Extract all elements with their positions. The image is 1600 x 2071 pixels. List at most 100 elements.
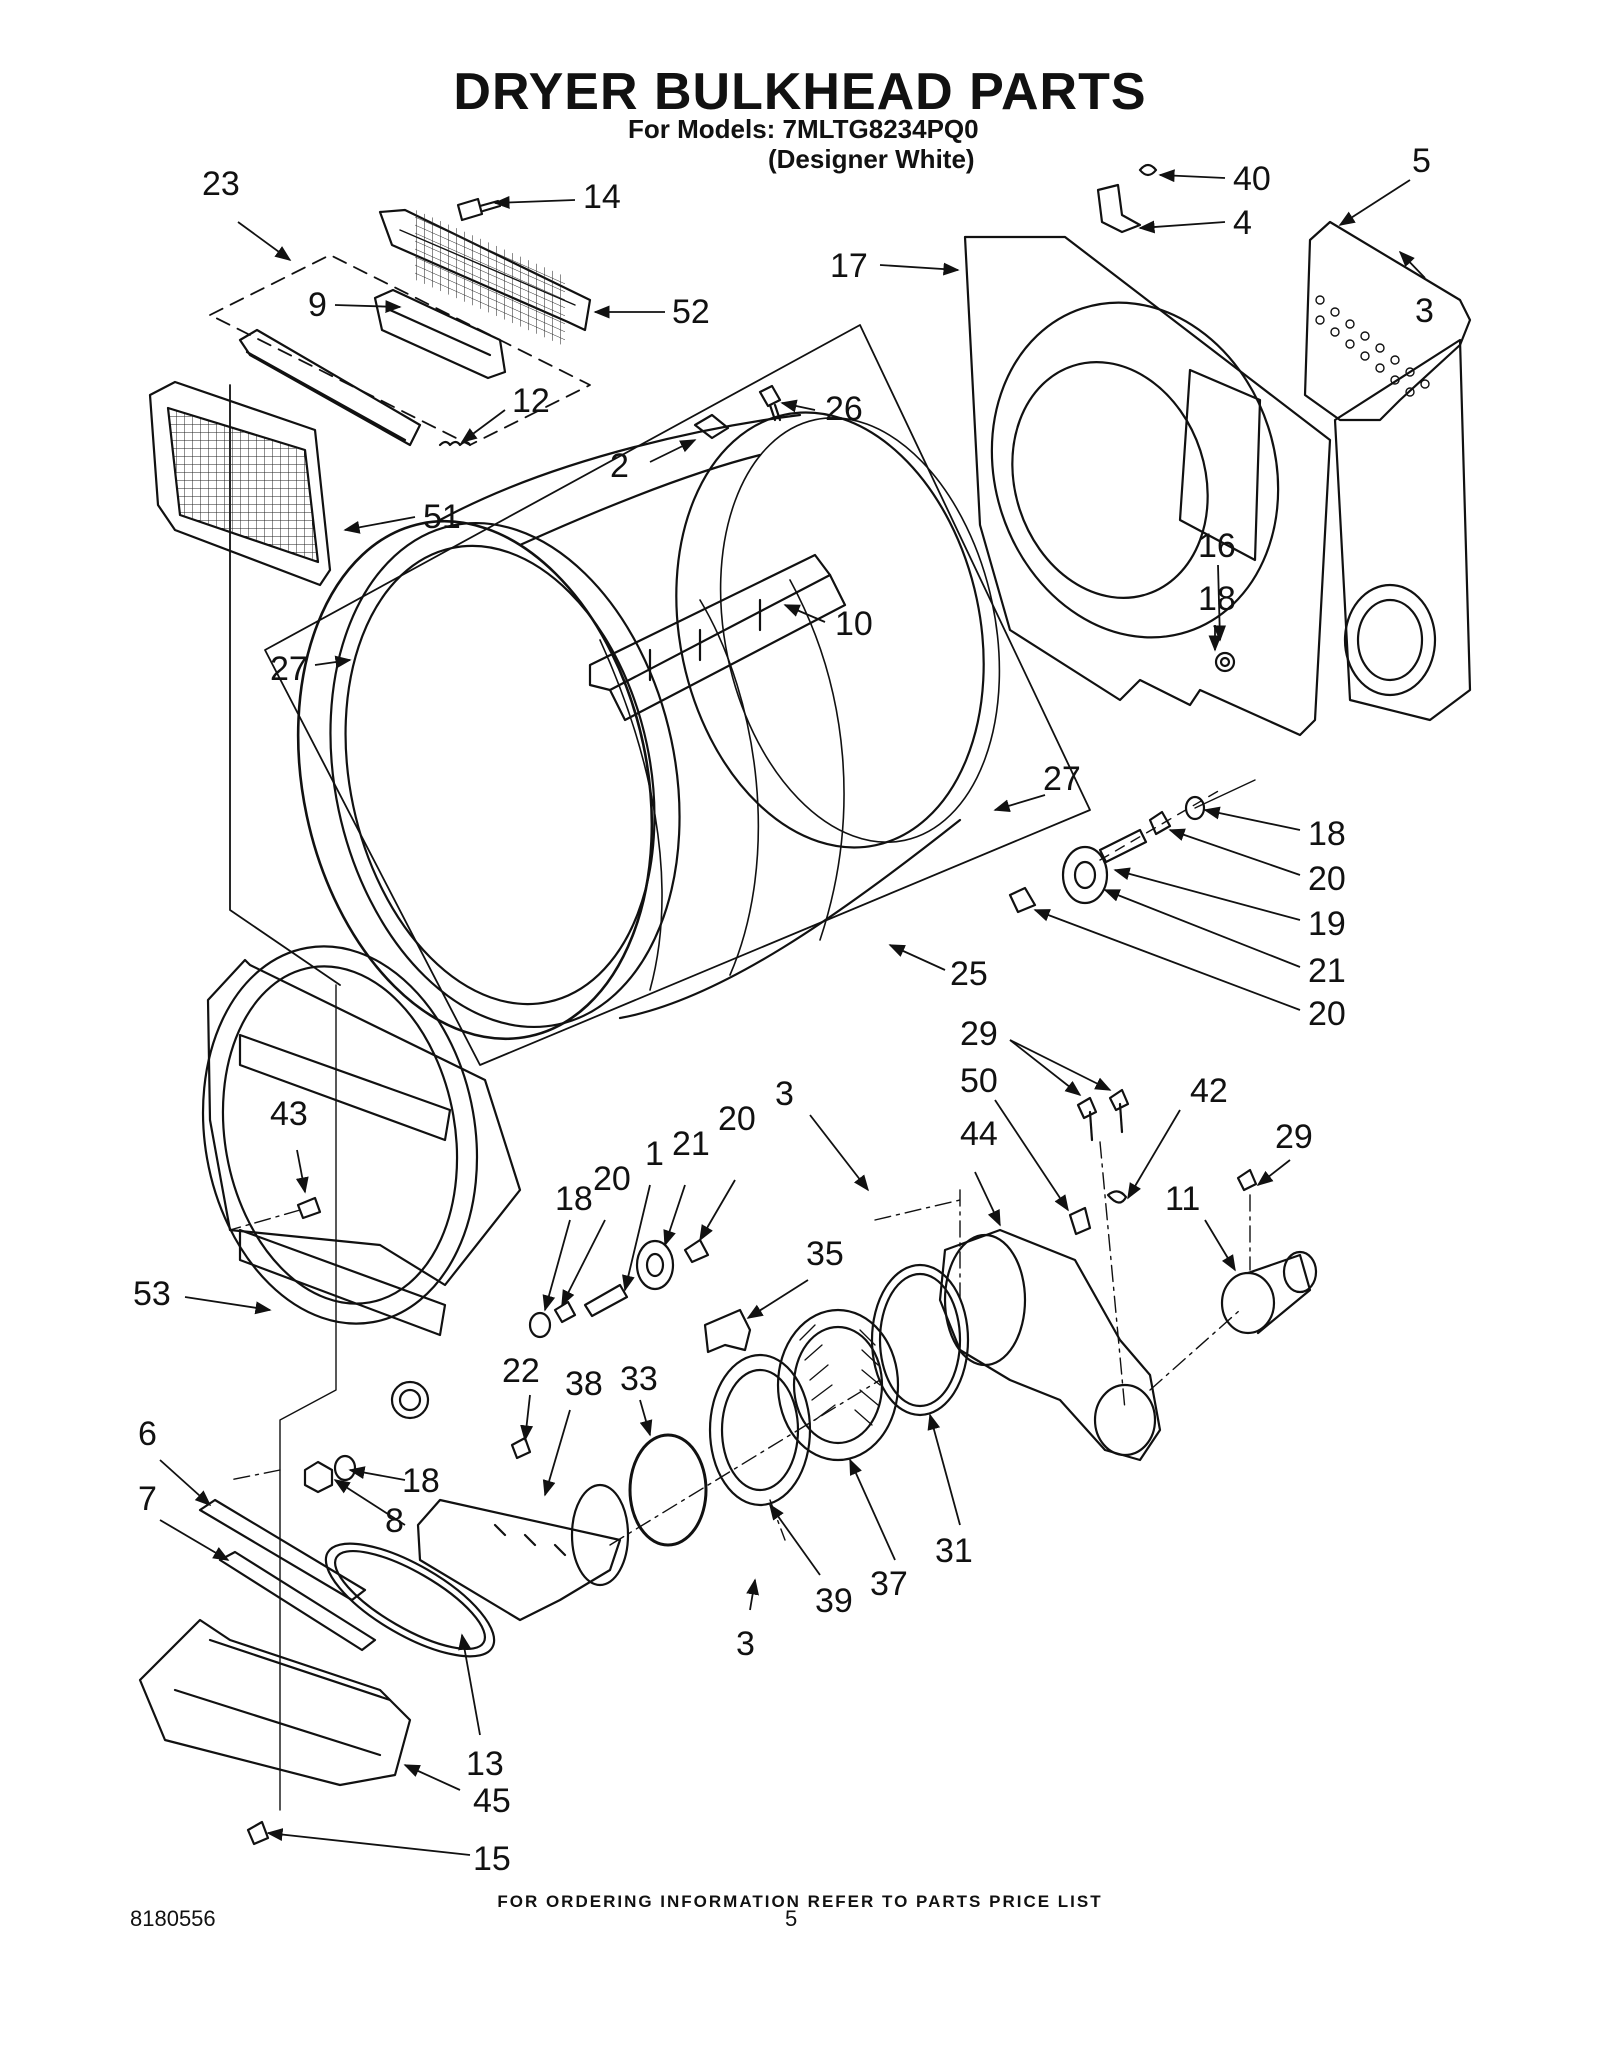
callout-31: 31 bbox=[935, 1532, 973, 1570]
callout-13: 13 bbox=[466, 1745, 504, 1783]
callout-3a: 3 bbox=[1415, 292, 1434, 330]
bracket-35 bbox=[703, 1308, 752, 1354]
lint-screen-group-outline bbox=[209, 254, 591, 446]
clip-2 bbox=[693, 413, 730, 440]
callout-22: 22 bbox=[502, 1352, 540, 1390]
arrow-21a bbox=[1103, 889, 1301, 968]
arrow-37 bbox=[849, 1458, 896, 1561]
arrow-38 bbox=[542, 1409, 571, 1497]
callout-33: 33 bbox=[620, 1360, 658, 1398]
seal-27-front bbox=[296, 519, 654, 1041]
arrow-3b bbox=[809, 1114, 869, 1192]
arrow-44 bbox=[974, 1171, 1001, 1227]
arrow-25 bbox=[888, 944, 946, 971]
arrow-45 bbox=[403, 1764, 461, 1791]
arrow-20c bbox=[699, 1179, 736, 1242]
callout-17: 17 bbox=[830, 247, 868, 285]
callout-26: 26 bbox=[825, 390, 863, 428]
duct-45 bbox=[138, 1618, 412, 1787]
screw-29-a bbox=[1076, 1096, 1098, 1142]
arrow-6 bbox=[159, 1459, 212, 1507]
callout-9: 9 bbox=[308, 286, 327, 324]
pipe-11 bbox=[1220, 1250, 1318, 1335]
seal-31 bbox=[870, 1263, 970, 1417]
callout-10: 10 bbox=[835, 605, 873, 643]
callout-20b: 20 bbox=[1308, 995, 1346, 1033]
front-bulkhead-53 bbox=[201, 945, 522, 1420]
alignment-lines bbox=[229, 1141, 1251, 1546]
arrow-18b bbox=[1203, 806, 1301, 831]
arrow-13 bbox=[458, 1633, 481, 1736]
screw-26 bbox=[758, 384, 782, 422]
callout-43: 43 bbox=[270, 1095, 308, 1133]
arrow-2 bbox=[649, 439, 697, 463]
arrow-8 bbox=[333, 1479, 406, 1526]
callout-5: 5 bbox=[1412, 142, 1431, 180]
callout-18d: 18 bbox=[402, 1462, 440, 1500]
screw-22 bbox=[510, 1436, 532, 1460]
arrow-19 bbox=[1113, 867, 1301, 921]
callout-6: 6 bbox=[138, 1415, 157, 1453]
arrow-20b bbox=[1033, 909, 1301, 1011]
callout-2: 2 bbox=[610, 447, 629, 485]
belt-13 bbox=[324, 1542, 496, 1658]
callout-18b: 18 bbox=[1308, 815, 1346, 853]
callout-12: 12 bbox=[512, 382, 550, 420]
callout-15: 15 bbox=[473, 1840, 511, 1878]
callout-8: 8 bbox=[385, 1502, 404, 1540]
roller-assembly-front bbox=[528, 1238, 710, 1339]
strip-6 bbox=[198, 1498, 367, 1602]
baffle-10 bbox=[588, 553, 847, 722]
arrow-29a-1 bbox=[1009, 1039, 1082, 1097]
arrow-17 bbox=[879, 262, 960, 276]
callout-23: 23 bbox=[202, 165, 240, 203]
arrow-40 bbox=[1158, 169, 1226, 183]
page-title: DRYER BULKHEAD PARTS bbox=[453, 63, 1147, 121]
roller-assembly-rear bbox=[1008, 789, 1221, 914]
callout-arrows bbox=[159, 169, 1426, 1856]
arrow-5 bbox=[1338, 179, 1411, 226]
arrow-12 bbox=[460, 409, 506, 443]
callout-45: 45 bbox=[473, 1782, 511, 1820]
arrow-27a bbox=[314, 655, 352, 669]
rear-bulkhead-17 bbox=[963, 235, 1332, 737]
callout-44: 44 bbox=[960, 1115, 998, 1153]
arrow-14 bbox=[493, 195, 576, 209]
callout-53: 53 bbox=[133, 1275, 171, 1313]
callout-1: 1 bbox=[645, 1135, 664, 1173]
arrow-3a bbox=[1398, 250, 1426, 279]
variant-line: (Designer White) bbox=[768, 144, 975, 174]
callout-14: 14 bbox=[583, 178, 621, 216]
seal-27-rear bbox=[719, 417, 1001, 843]
callout-39: 39 bbox=[815, 1582, 853, 1620]
callout-21b: 21 bbox=[672, 1125, 710, 1163]
heat-shield-5 bbox=[1303, 220, 1472, 422]
drum-group-outline bbox=[229, 324, 1091, 1066]
arrow-43 bbox=[295, 1149, 309, 1194]
arrow-26 bbox=[780, 399, 816, 413]
arrow-18c bbox=[542, 1219, 571, 1312]
arrow-22 bbox=[520, 1394, 534, 1442]
arrow-20a bbox=[1168, 828, 1301, 876]
arrow-20d bbox=[561, 1219, 606, 1307]
seal-33 bbox=[628, 1433, 708, 1547]
duct-38 bbox=[416, 1483, 630, 1622]
callout-20d: 20 bbox=[593, 1160, 631, 1198]
housing-9 bbox=[373, 288, 507, 380]
arrow-50 bbox=[994, 1099, 1069, 1212]
screw-15 bbox=[246, 1820, 270, 1846]
washer-18 bbox=[333, 1454, 357, 1482]
grille-52 bbox=[378, 208, 592, 347]
arrow-29b bbox=[1256, 1159, 1291, 1186]
callout-29b: 29 bbox=[1275, 1118, 1313, 1156]
clip-42 bbox=[1106, 1190, 1128, 1204]
callout-37: 37 bbox=[870, 1565, 908, 1603]
callout-3b: 3 bbox=[775, 1075, 794, 1113]
callout-21a: 21 bbox=[1308, 952, 1346, 990]
sensor-50 bbox=[1068, 1206, 1092, 1236]
callout-52: 52 bbox=[672, 293, 710, 331]
drum-25 bbox=[329, 411, 985, 1029]
arrow-31 bbox=[927, 1413, 961, 1526]
screw-29-c bbox=[1236, 1168, 1258, 1192]
